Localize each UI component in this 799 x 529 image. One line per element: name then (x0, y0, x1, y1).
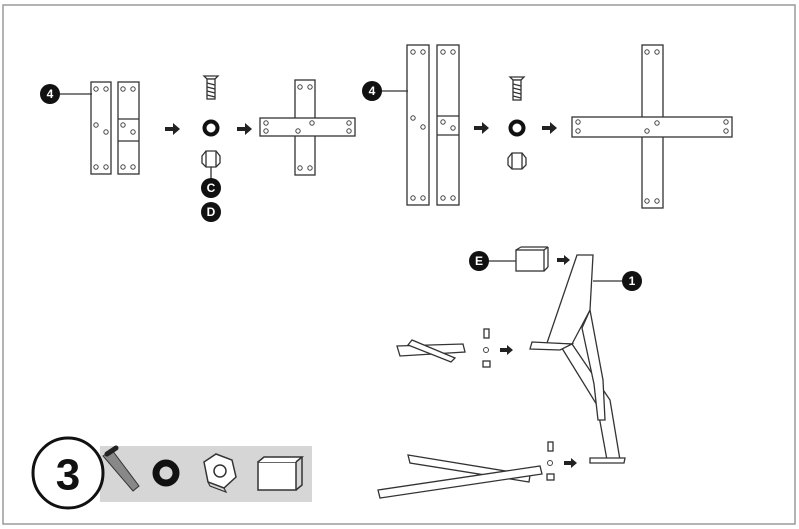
washer-left (202, 119, 220, 137)
washer-right (508, 119, 526, 137)
arrow-icon (165, 123, 180, 135)
frame-border (2, 4, 796, 525)
small-brackets (90, 81, 140, 175)
arrow-icon (557, 255, 570, 265)
hardware-lower-leg (546, 441, 555, 481)
bolt-right (508, 76, 526, 101)
arrow-icon (500, 345, 513, 355)
step-badge: 3 (31, 436, 105, 510)
arrow-icon (564, 458, 577, 468)
part-4-badge-left: 4 (40, 84, 60, 104)
part-d-label: D (207, 205, 216, 219)
arrow-icon (474, 122, 489, 134)
end-cap-e (515, 246, 549, 272)
part-d-badge: D (201, 202, 221, 222)
nut-left (201, 150, 221, 168)
large-cross-result (571, 44, 733, 209)
part-4-label-left: 4 (47, 87, 54, 101)
leg-frame (529, 254, 626, 464)
large-crossbar-base (377, 454, 543, 499)
end-cap-icon (257, 456, 305, 491)
bolt-icon (102, 445, 140, 492)
bolt-left (202, 75, 220, 100)
arrow-icon (542, 122, 557, 134)
part-c-badge: C (201, 178, 221, 198)
small-crossbar-side (396, 339, 466, 363)
large-brackets (406, 44, 460, 206)
hardware-upper-leg (482, 328, 491, 368)
part-4-label-right: 4 (369, 84, 376, 98)
part-e-badge: E (469, 251, 489, 271)
part-1-label: 1 (629, 274, 636, 288)
washer-icon (152, 459, 180, 487)
part-c-label: C (207, 181, 216, 195)
nut-right (507, 152, 527, 170)
part-1-badge: 1 (622, 271, 642, 291)
small-cross-result (259, 79, 356, 176)
step-number: 3 (56, 451, 80, 500)
nut-icon (203, 453, 237, 494)
part-e-label: E (475, 254, 483, 268)
part-4-badge-right: 4 (362, 81, 382, 101)
arrow-icon (237, 123, 252, 135)
